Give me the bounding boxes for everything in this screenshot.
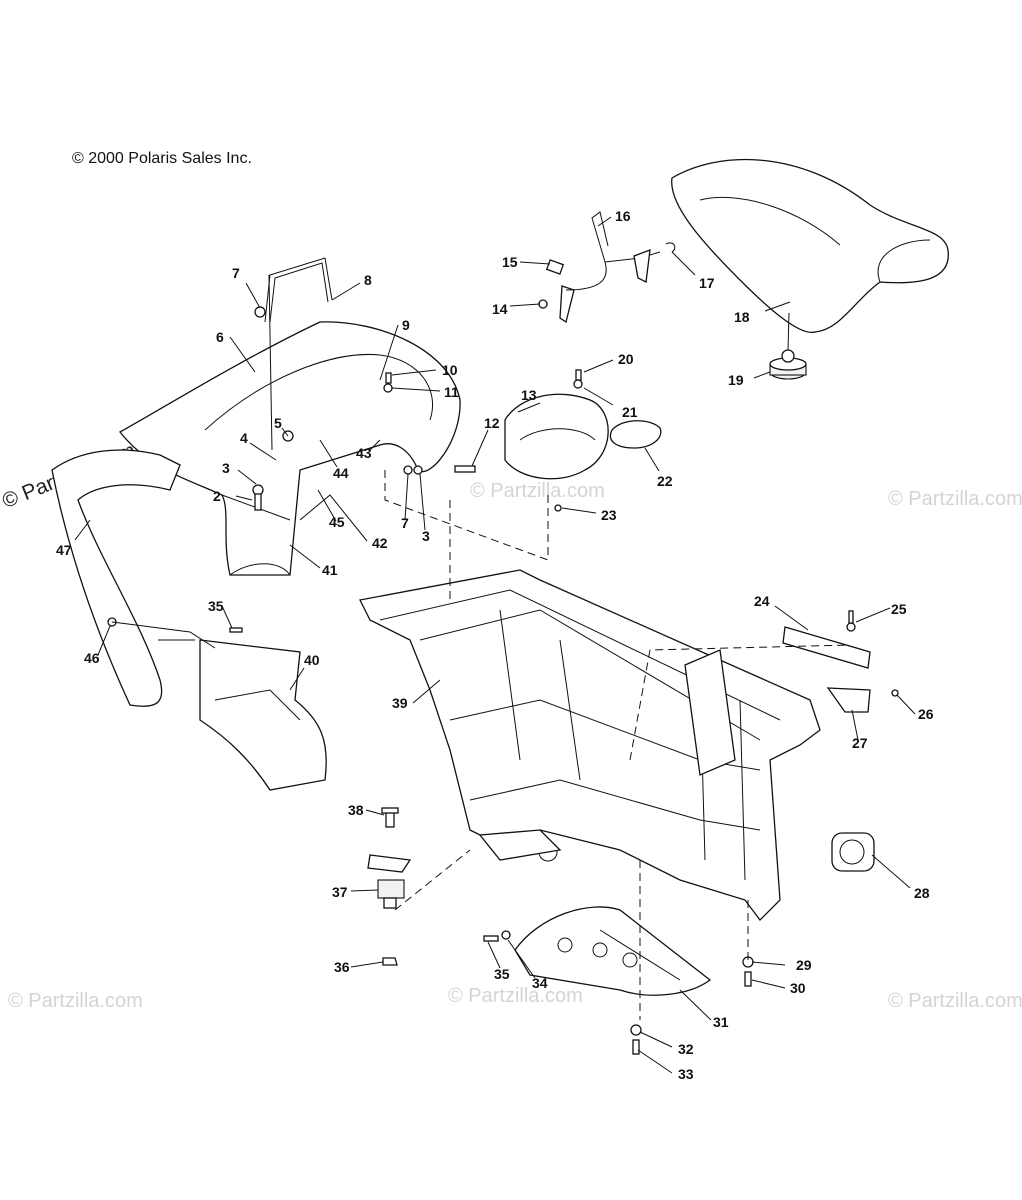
callout-10: 10 <box>442 362 458 378</box>
leader-lines <box>74 216 916 1074</box>
callout-18: 18 <box>734 309 750 325</box>
box-seal-part <box>609 420 662 449</box>
callout-40: 40 <box>304 652 320 668</box>
callout-2: 2 <box>213 488 221 504</box>
callout-26: 26 <box>918 706 934 722</box>
footwell-panel-part <box>199 639 327 791</box>
bracket-24-part <box>782 626 871 669</box>
callout-31: 31 <box>713 1014 729 1030</box>
callout-20: 20 <box>618 351 634 367</box>
watermark-faint: © Partzilla.com <box>888 488 1022 510</box>
main-frame-part <box>359 569 821 921</box>
callout-41: 41 <box>322 562 338 578</box>
rack-bracket-part <box>264 257 333 451</box>
callout-8: 8 <box>364 272 372 288</box>
callout-5: 5 <box>274 415 282 431</box>
callout-22: 22 <box>657 473 673 489</box>
callout-14: 14 <box>492 301 508 317</box>
callout-34: 34 <box>532 975 548 991</box>
callout-12: 12 <box>484 415 500 431</box>
callout-7a: 7 <box>232 265 240 281</box>
watermark-faint: © Partzilla.com <box>448 985 583 1007</box>
callout-27: 27 <box>852 735 868 751</box>
callout-labels: 7 8 6 9 10 11 12 13 14 15 16 17 18 19 20… <box>56 208 934 1082</box>
callout-6: 6 <box>216 329 224 345</box>
callout-17: 17 <box>699 275 715 291</box>
callout-25: 25 <box>891 601 907 617</box>
assembly-lines <box>111 470 851 1020</box>
callout-4: 4 <box>240 430 248 446</box>
callout-44: 44 <box>333 465 349 481</box>
callout-29: 29 <box>796 957 812 973</box>
fender-flare-part <box>51 449 181 707</box>
callout-13: 13 <box>521 387 537 403</box>
callout-33: 33 <box>678 1066 694 1082</box>
callout-30: 30 <box>790 980 806 996</box>
watermark-faint: © Partzilla.com <box>8 990 143 1012</box>
callout-36: 36 <box>334 959 350 975</box>
callout-21: 21 <box>622 404 638 420</box>
rubber-mount-37-part <box>367 854 412 909</box>
callout-28: 28 <box>914 885 930 901</box>
callout-19: 19 <box>728 372 744 388</box>
callout-15: 15 <box>502 254 518 270</box>
callout-47: 47 <box>56 542 72 558</box>
copyright-notice: © 2000 Polaris Sales Inc. <box>72 150 252 167</box>
callout-43: 43 <box>356 445 372 461</box>
air-filter-28-part <box>831 832 875 872</box>
callout-35b: 35 <box>494 966 510 982</box>
callout-38: 38 <box>348 802 364 818</box>
fasteners <box>107 306 899 1055</box>
rear-fender-part <box>119 321 461 576</box>
storage-box-part <box>504 393 609 480</box>
bracket-27-part <box>826 687 871 713</box>
callout-24: 24 <box>754 593 770 609</box>
watermark-faint: © Partzilla.com <box>888 990 1022 1012</box>
callout-3b: 3 <box>422 528 430 544</box>
seat-part <box>671 158 949 333</box>
seat-bumper-part <box>769 349 807 380</box>
callout-11: 11 <box>444 384 459 400</box>
callout-7b: 7 <box>401 515 409 531</box>
callout-3a: 3 <box>222 460 230 476</box>
watermark-faint: © Partzilla.com <box>470 480 605 502</box>
callout-23: 23 <box>601 507 617 523</box>
callout-39: 39 <box>392 695 408 711</box>
callout-16: 16 <box>615 208 631 224</box>
callout-9: 9 <box>402 317 410 333</box>
callout-46: 46 <box>84 650 100 666</box>
callout-35a: 35 <box>208 598 224 614</box>
seat-latch-part <box>538 211 676 324</box>
callout-37: 37 <box>332 884 348 900</box>
callout-45: 45 <box>329 514 345 530</box>
callout-32: 32 <box>678 1041 694 1057</box>
callout-42: 42 <box>372 535 388 551</box>
